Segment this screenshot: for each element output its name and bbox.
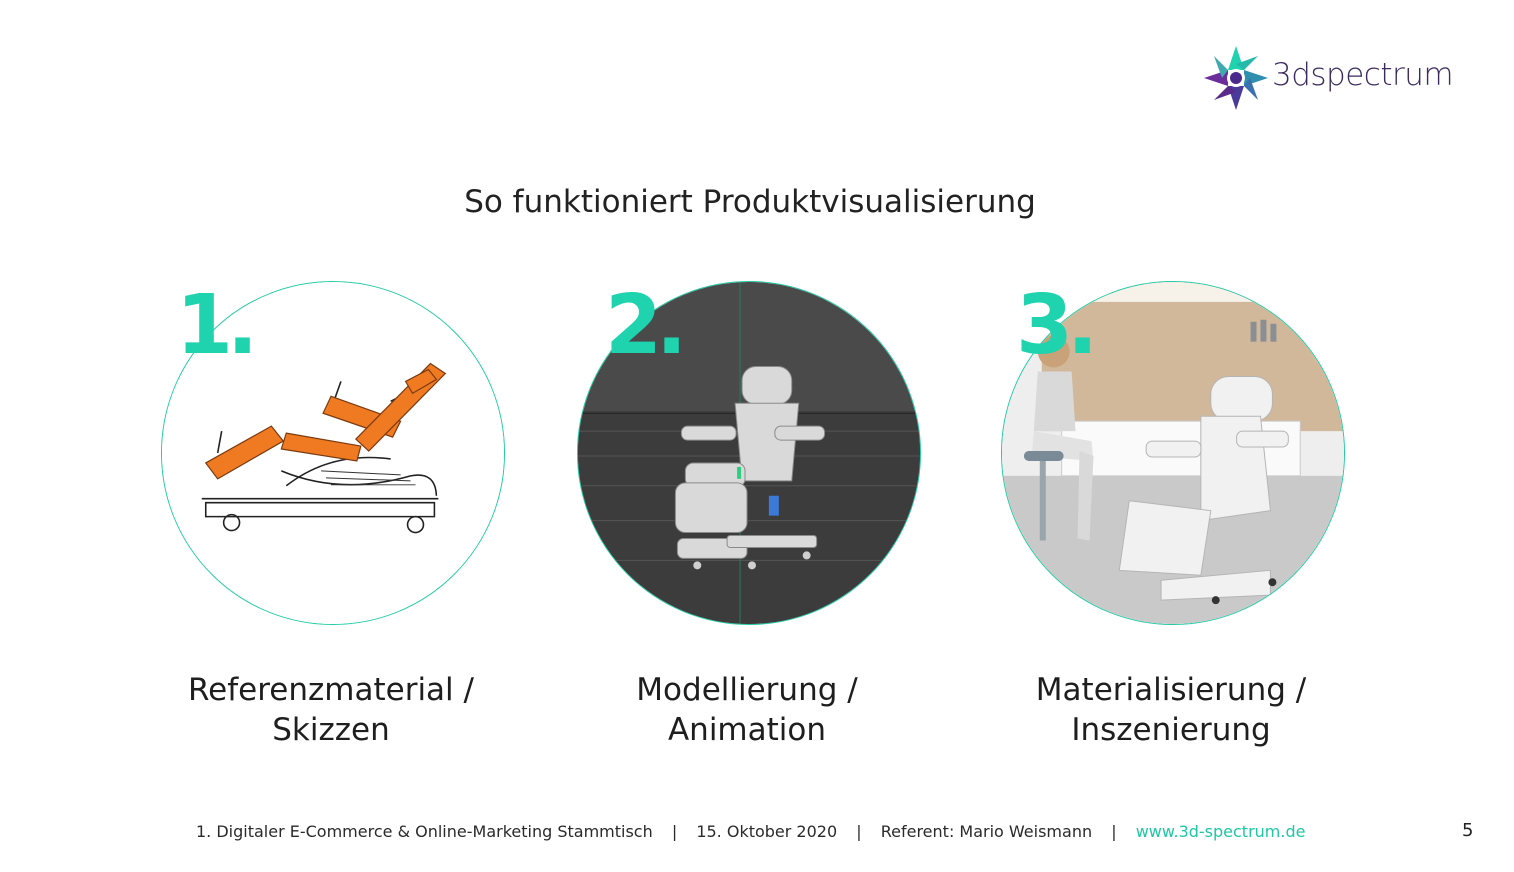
step-3-caption-line2: Inszenierung — [1071, 712, 1271, 748]
step-1-caption-line2: Skizzen — [272, 712, 390, 748]
step-2-number: 2. — [605, 278, 687, 373]
step-2-caption-line2: Animation — [667, 712, 827, 748]
sketch-chair-illustration — [162, 282, 504, 624]
step-1-caption-line1: Referenzmaterial / — [188, 672, 474, 708]
step-3-number: 3. — [1016, 278, 1098, 373]
brand-logo: 3dspectrum — [1202, 44, 1454, 112]
brand-name: 3dspectrum — [1272, 57, 1454, 93]
step-2-caption-line1: Modellierung / — [636, 672, 858, 708]
step-1-caption: Referenzmaterial / Skizzen — [121, 670, 541, 750]
footer-separator: | — [1111, 822, 1117, 841]
footer-date: 15. Oktober 2020 — [696, 822, 838, 841]
slide-footer: 1. Digitaler E-Commerce & Online-Marketi… — [196, 822, 1305, 841]
step-3-caption-line1: Materialisierung / — [1035, 672, 1307, 708]
page-number: 5 — [1462, 820, 1474, 841]
step-2-image — [577, 281, 921, 625]
step-3-image — [1001, 281, 1345, 625]
step-1-number: 1. — [176, 278, 258, 373]
footer-event: 1. Digitaler E-Commerce & Online-Marketi… — [196, 822, 653, 841]
step-2-caption: Modellierung / Animation — [537, 670, 957, 750]
step-3-caption: Materialisierung / Inszenierung — [961, 670, 1381, 750]
slide-title: So funktioniert Produktvisualisierung — [464, 184, 1036, 220]
step-1-image — [161, 281, 505, 625]
footer-website-link[interactable]: www.3d-spectrum.de — [1135, 822, 1306, 841]
footer-speaker: Referent: Mario Weismann — [880, 822, 1093, 841]
footer-separator: | — [856, 822, 862, 841]
spectrum-flower-logo-icon — [1204, 46, 1268, 110]
3d-viewport-illustration — [578, 282, 920, 624]
footer-separator: | — [671, 822, 678, 841]
rendered-scene-illustration — [1002, 282, 1344, 624]
